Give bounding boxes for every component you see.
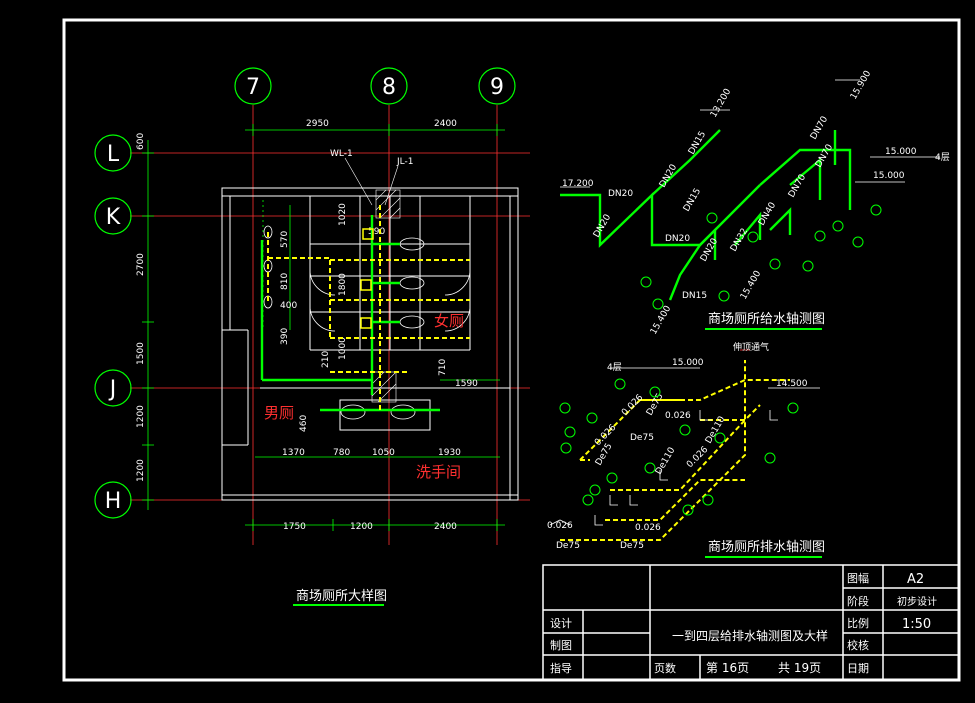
tb-value-size: A2 xyxy=(907,572,924,587)
room-label-washroom: 洗手间 xyxy=(416,463,461,481)
dim-570: 570 xyxy=(280,231,290,248)
dim-1050: 1050 xyxy=(372,448,395,458)
toilet-floor-plan: 7 8 9 L K J H 2950 2400 1750 1200 2400 1… xyxy=(94,67,530,606)
tb-label-scale: 比例 xyxy=(847,616,869,630)
supply-size-8: DN70 xyxy=(814,143,835,170)
dim-390: 390 xyxy=(280,328,290,345)
supply-elev-15400-a: 15.400 xyxy=(739,269,764,302)
dim-400: 400 xyxy=(280,301,297,311)
tb-label-guide: 指导 xyxy=(550,661,572,675)
room-label-male: 男厕 xyxy=(264,404,294,422)
dim-1020: 1020 xyxy=(338,203,348,226)
dim-210: 210 xyxy=(321,351,331,368)
pipe-label-wl1: WL-1 xyxy=(330,149,353,159)
tb-label-draw: 制图 xyxy=(550,639,572,652)
drain-size-3: De75 xyxy=(630,433,654,443)
drain-vent-note: 伸顶通气 xyxy=(733,341,769,353)
tb-label-size: 图幅 xyxy=(847,572,869,585)
axis-label-8: 8 xyxy=(382,75,396,100)
axis-label-H: H xyxy=(105,489,122,514)
supply-size-5: DN20 xyxy=(658,163,679,190)
dim-1000: 1000 xyxy=(338,337,348,360)
supply-elev-17200: 17.200 xyxy=(562,179,594,189)
supply-size-12: DN20 xyxy=(699,237,720,264)
tb-label-date: 日期 xyxy=(847,662,869,675)
dim-590: 590 xyxy=(368,227,385,237)
dim-780: 780 xyxy=(333,448,350,458)
tb-page-total: 共 19页 xyxy=(778,661,821,675)
dim-460: 460 xyxy=(299,415,309,432)
drain-slope-3: 0.026 xyxy=(665,411,691,421)
drain-slope-6: 0.026 xyxy=(685,445,710,470)
supply-size-1: DN20 xyxy=(608,189,633,199)
drain-size-6: De110 xyxy=(654,446,678,477)
tb-label-stage: 阶段 xyxy=(847,594,869,608)
tb-page-current: 第 16页 xyxy=(706,661,749,675)
axis-label-L: L xyxy=(107,142,120,167)
axis-label-J: J xyxy=(108,377,117,402)
tb-value-stage: 初步设计 xyxy=(897,595,937,608)
dim-1370: 1370 xyxy=(282,448,305,458)
dim-1930: 1930 xyxy=(438,448,461,458)
supply-elev-15400-b: 15.400 xyxy=(649,304,674,337)
tb-label-design: 设计 xyxy=(550,617,572,630)
drain-diagram-title: 商场厕所排水轴测图 xyxy=(708,540,825,555)
supply-size-3: DN20 xyxy=(665,234,690,244)
tb-value-scale: 1:50 xyxy=(902,617,931,632)
dim-600: 600 xyxy=(136,133,146,150)
dim-2400-bottom: 2400 xyxy=(434,522,457,532)
supply-isometric-diagram: 17.200 13.200 15.000 15.000 15.900 15.40… xyxy=(560,69,950,337)
drain-slope-2: 0.026 xyxy=(635,523,661,533)
tb-drawing-name: 一到四层给排水轴测图及大样 xyxy=(672,628,828,643)
supply-size-13: DN15 xyxy=(682,187,703,214)
dim-2400-top: 2400 xyxy=(434,119,457,129)
supply-elev-13200: 13.200 xyxy=(709,87,734,120)
drain-size-2: De75 xyxy=(620,541,644,551)
dim-1590: 1590 xyxy=(455,379,478,389)
drain-slope-1: 0.026 xyxy=(547,521,573,531)
pipe-label-jl1: JL-1 xyxy=(396,157,413,167)
axis-label-9: 9 xyxy=(490,75,504,100)
supply-size-6: DN15 xyxy=(682,291,707,301)
supply-size-11: DN32 xyxy=(729,227,750,254)
drain-floor-note: 4层 xyxy=(607,362,622,373)
dim-2700: 2700 xyxy=(136,253,146,276)
drain-size-5: De75 xyxy=(645,392,666,418)
dim-1200-a: 1200 xyxy=(136,405,146,428)
room-label-female: 女厕 xyxy=(434,312,464,330)
dim-1500: 1500 xyxy=(136,342,146,365)
plan-title: 商场厕所大样图 xyxy=(296,589,387,604)
dim-710: 710 xyxy=(438,359,448,376)
drain-size-1: De75 xyxy=(556,541,580,551)
supply-size-4: DN15 xyxy=(687,130,708,157)
axis-label-7: 7 xyxy=(246,75,260,100)
tb-label-check: 校核 xyxy=(847,638,869,652)
supply-elev-15000-a: 15.000 xyxy=(885,147,917,157)
drain-slope-4: 0.026 xyxy=(620,393,645,418)
title-block: 图幅 A2 阶段 初步设计 比例 1:50 校核 日期 设计 制图 指导 一到四… xyxy=(542,564,960,681)
supply-diagram-title: 商场厕所给水轴测图 xyxy=(708,312,825,327)
dim-2950: 2950 xyxy=(306,119,329,129)
dim-810: 810 xyxy=(280,273,290,290)
sheet-border xyxy=(62,18,961,682)
supply-size-7: DN70 xyxy=(809,115,830,142)
drain-elev-15000: 15.000 xyxy=(672,358,704,368)
supply-size-9: DN70 xyxy=(787,173,808,200)
supply-floor-note: 4层 xyxy=(935,152,950,163)
dim-1200-bottom: 1200 xyxy=(350,522,373,532)
dim-1200-b: 1200 xyxy=(136,459,146,482)
dim-1750: 1750 xyxy=(283,522,306,532)
drain-elev-14500: 14.500 xyxy=(776,379,808,389)
drain-isometric-diagram: 15.000 14.500 4层 伸顶通气 De75 De75 De75 De7… xyxy=(547,341,825,558)
supply-elev-15000-b: 15.000 xyxy=(873,171,905,181)
tb-label-pages: 页数 xyxy=(654,662,676,675)
supply-elev-15900: 15.900 xyxy=(849,69,874,102)
dim-1800: 1800 xyxy=(338,273,348,296)
axis-label-K: K xyxy=(106,205,121,230)
